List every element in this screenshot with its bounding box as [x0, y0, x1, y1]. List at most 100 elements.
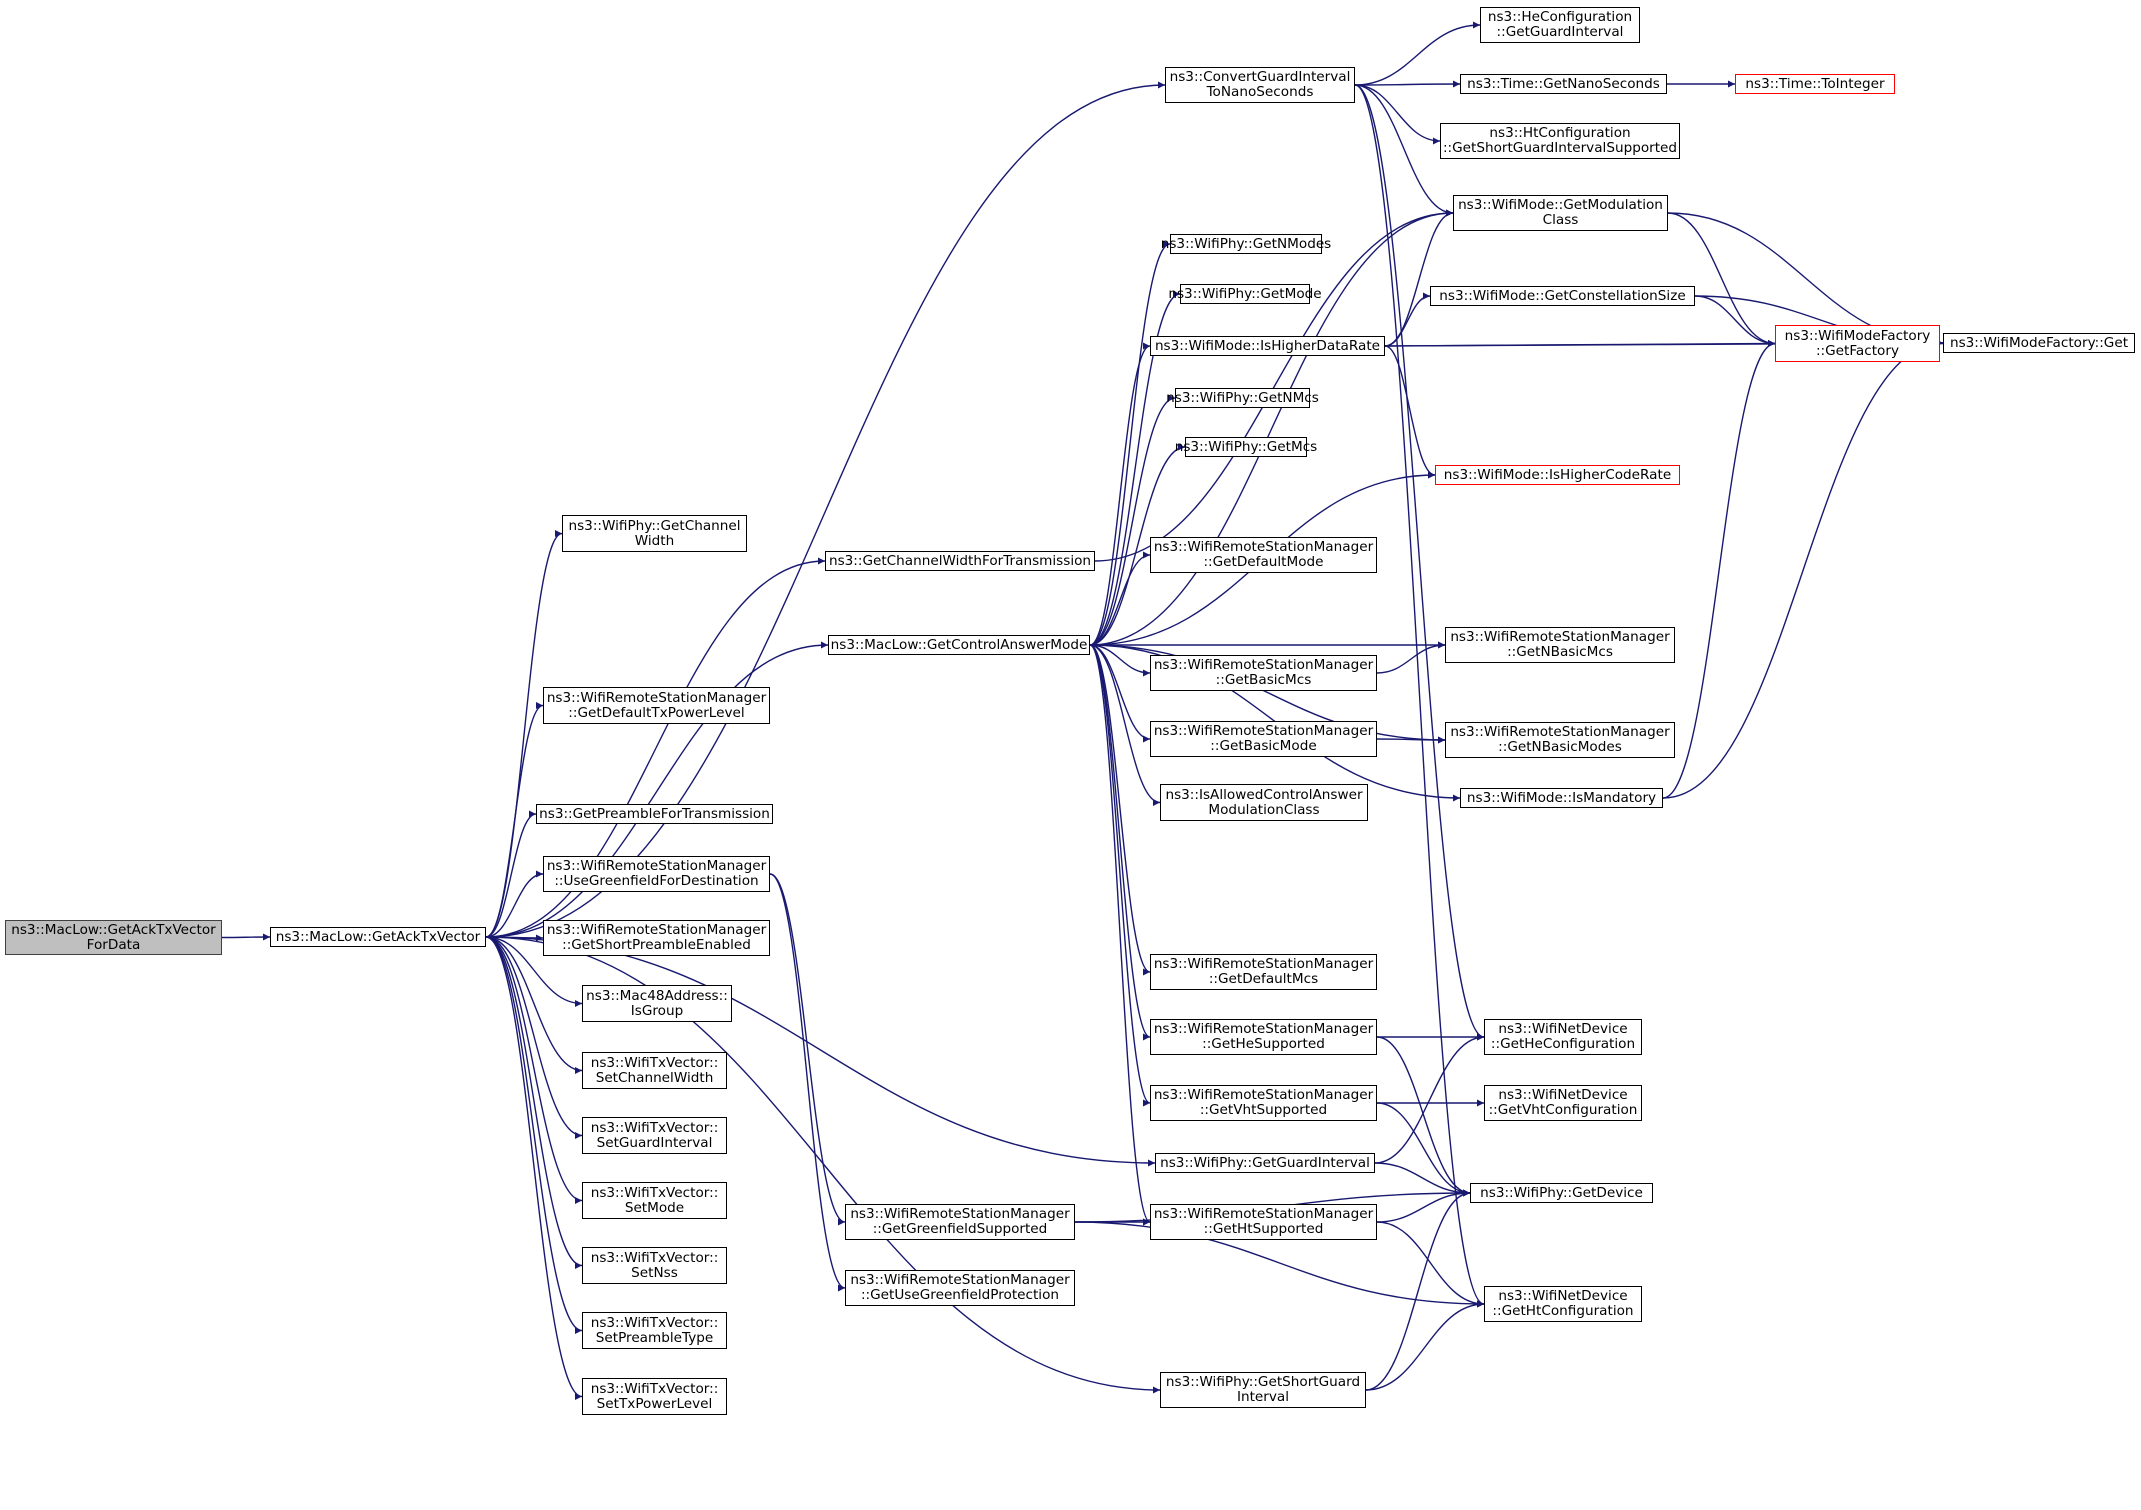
edge-gbmcs-to-gnbmcs — [1376, 641, 1446, 674]
edge-ack-to-stpl — [485, 936, 583, 1400]
node-gnmcs[interactable]: ns3::WifiPhy::GetNMcs — [1166, 388, 1319, 408]
edge-ihdr-to-gcs — [1384, 292, 1431, 347]
node-label-line: ::GetHeConfiguration — [1490, 1036, 1636, 1052]
node-gheconf[interactable]: ns3::WifiNetDevice::GetHeConfiguration — [1484, 1019, 1642, 1055]
node-gdtpl[interactable]: ns3::WifiRemoteStationManager::GetDefaul… — [543, 687, 770, 724]
node-label-line: ns3::WifiNetDevice — [1498, 1288, 1628, 1304]
node-label-line: ns3::WifiPhy::GetMode — [1168, 285, 1322, 302]
node-gfact[interactable]: ns3::WifiModeFactory::GetFactory — [1775, 325, 1940, 362]
node-toint[interactable]: ns3::Time::ToInteger — [1735, 74, 1895, 94]
node-label-line: ns3::HeConfiguration — [1487, 9, 1633, 25]
node-gspe[interactable]: ns3::WifiRemoteStationManager::GetShortP… — [543, 920, 770, 956]
edge-gcam-to-gmode — [1089, 290, 1181, 646]
node-label-line: ns3::MacLow::GetAckTxVector — [11, 921, 216, 938]
edge-gcam-to-gnm — [1089, 240, 1171, 646]
node-label-line: ns3::WifiTxVector:: — [590, 1119, 719, 1136]
node-label-line: ns3::WifiRemoteStationManager — [850, 1206, 1070, 1222]
node-label-line: ns3::WifiPhy::GetDevice — [1480, 1184, 1643, 1201]
edge-cgi-to-hecgi — [1354, 21, 1481, 86]
node-label-line: Width — [634, 532, 675, 549]
node-gpft[interactable]: ns3::GetPreambleForTransmission — [536, 804, 773, 824]
node-ismand[interactable]: ns3::WifiMode::IsMandatory — [1460, 788, 1663, 808]
node-scw[interactable]: ns3::WifiTxVector::SetChannelWidth — [582, 1052, 727, 1089]
edge-gcs-to-gfact — [1694, 295, 1776, 347]
node-label-line: ns3::WifiRemoteStationManager — [1153, 1206, 1374, 1222]
node-hecgi[interactable]: ns3::HeConfiguration::GetGuardInterval — [1480, 7, 1640, 43]
node-ihdr[interactable]: ns3::WifiMode::IsHigherDataRate — [1150, 336, 1385, 356]
node-gvhts[interactable]: ns3::WifiRemoteStationManager::GetVhtSup… — [1150, 1085, 1377, 1121]
node-label-line: ns3::WifiRemoteStationManager — [850, 1272, 1070, 1288]
node-gvhtconf[interactable]: ns3::WifiNetDevice::GetVhtConfiguration — [1484, 1085, 1642, 1121]
node-label-line: Interval — [1236, 1389, 1290, 1405]
node-gmode[interactable]: ns3::WifiPhy::GetMode — [1168, 284, 1322, 304]
node-wget[interactable]: ns3::WifiModeFactory::Get — [1943, 333, 2135, 353]
edge-gmc-to-gfact — [1667, 212, 1776, 347]
node-spt[interactable]: ns3::WifiTxVector::SetPreambleType — [582, 1312, 727, 1349]
node-label-line: ns3::GetPreambleForTransmission — [539, 805, 770, 822]
node-gdm[interactable]: ns3::WifiRemoteStationManager::GetDefaul… — [1150, 537, 1377, 573]
edge-ihdr-to-ihcr — [1384, 345, 1436, 479]
node-label-line: IsGroup — [630, 1002, 684, 1019]
node-ack[interactable]: ns3::MacLow::GetAckTxVector — [270, 927, 486, 947]
node-smode[interactable]: ns3::WifiTxVector::SetMode — [582, 1182, 727, 1219]
edge-ggi-to-gdev — [1374, 1162, 1471, 1197]
node-label-line: ns3::WifiTxVector:: — [590, 1184, 719, 1201]
node-gnm[interactable]: ns3::WifiPhy::GetNModes — [1161, 234, 1331, 254]
node-gnbm[interactable]: ns3::WifiRemoteStationManager::GetNBasic… — [1445, 722, 1675, 758]
node-gugp[interactable]: ns3::WifiRemoteStationManager::GetUseGre… — [845, 1270, 1075, 1306]
node-gcam[interactable]: ns3::MacLow::GetControlAnswerMode — [828, 635, 1090, 655]
node-ihcr[interactable]: ns3::WifiMode::IsHigherCodeRate — [1435, 465, 1680, 485]
node-gmcs[interactable]: ns3::WifiPhy::GetMcs — [1175, 437, 1317, 457]
node-label-line: ns3::WifiMode::GetModulation — [1458, 197, 1663, 213]
node-label-line: ns3::WifiRemoteStationManager — [1450, 724, 1670, 740]
node-ggi[interactable]: ns3::WifiPhy::GetGuardInterval — [1155, 1153, 1375, 1173]
node-ghts[interactable]: ns3::WifiRemoteStationManager::GetHtSupp… — [1150, 1204, 1377, 1240]
node-gbmcs[interactable]: ns3::WifiRemoteStationManager::GetBasicM… — [1150, 655, 1377, 691]
node-label-line: ::GetHtSupported — [1203, 1221, 1324, 1237]
node-gcs[interactable]: ns3::WifiMode::GetConstellationSize — [1430, 286, 1695, 306]
node-sgi[interactable]: ns3::WifiTxVector::SetGuardInterval — [582, 1117, 727, 1154]
node-gdmcs[interactable]: ns3::WifiRemoteStationManager::GetDefaul… — [1150, 954, 1377, 990]
node-label-line: ModulationClass — [1208, 801, 1320, 818]
edge-cgi-to-gmc — [1354, 84, 1454, 217]
edge-ghts-to-ghtconf — [1376, 1221, 1485, 1308]
edge-ghes-to-gdev — [1376, 1036, 1471, 1197]
node-label-line: ns3::WifiPhy::GetMcs — [1174, 438, 1318, 455]
node-label-line: ::GetFactory — [1815, 342, 1900, 359]
edge-ghts-to-gdev — [1376, 1189, 1471, 1223]
edge-ack-to-spt — [485, 936, 583, 1334]
node-label-line: ForData — [86, 936, 141, 953]
node-label-line: SetGuardInterval — [596, 1134, 713, 1151]
node-label-line: ns3::GetChannelWidthForTransmission — [828, 552, 1092, 569]
edge-ismand-to-wget — [1662, 339, 1944, 799]
edge-ack-to-sgi — [485, 936, 583, 1139]
node-stpl[interactable]: ns3::WifiTxVector::SetTxPowerLevel — [582, 1378, 727, 1415]
node-tns[interactable]: ns3::Time::GetNanoSeconds — [1460, 74, 1667, 94]
node-label-line: ns3::WifiRemoteStationManager — [546, 858, 767, 874]
node-gdev[interactable]: ns3::WifiPhy::GetDevice — [1470, 1183, 1653, 1203]
node-gcwt[interactable]: ns3::GetChannelWidthForTransmission — [825, 551, 1095, 571]
node-snss[interactable]: ns3::WifiTxVector::SetNss — [582, 1247, 727, 1284]
node-ghes[interactable]: ns3::WifiRemoteStationManager::GetHeSupp… — [1150, 1019, 1377, 1055]
node-label-line: ns3::WifiNetDevice — [1498, 1087, 1628, 1103]
node-label-line: ns3::WifiRemoteStationManager — [1450, 629, 1670, 645]
node-ggfs[interactable]: ns3::WifiRemoteStationManager::GetGreenf… — [845, 1204, 1075, 1240]
node-label-line: ns3::WifiRemoteStationManager — [1153, 723, 1374, 739]
edge-gvhts-to-gdev — [1376, 1102, 1471, 1197]
node-ghtconf[interactable]: ns3::WifiNetDevice::GetHtConfiguration — [1484, 1286, 1642, 1322]
node-isgrp[interactable]: ns3::Mac48Address::IsGroup — [582, 985, 732, 1022]
edge-gcam-to-gdmcs — [1089, 644, 1151, 976]
node-gnbmcs[interactable]: ns3::WifiRemoteStationManager::GetNBasic… — [1445, 627, 1675, 663]
node-gbmode[interactable]: ns3::WifiRemoteStationManager::GetBasicM… — [1150, 721, 1377, 757]
node-htsgi[interactable]: ns3::HtConfiguration::GetShortGuardInter… — [1440, 123, 1680, 159]
node-ugfd[interactable]: ns3::WifiRemoteStationManager::UseGreenf… — [543, 856, 770, 892]
node-label-line: ns3::WifiRemoteStationManager — [546, 922, 767, 938]
edge-gcam-to-ghes — [1089, 644, 1151, 1041]
